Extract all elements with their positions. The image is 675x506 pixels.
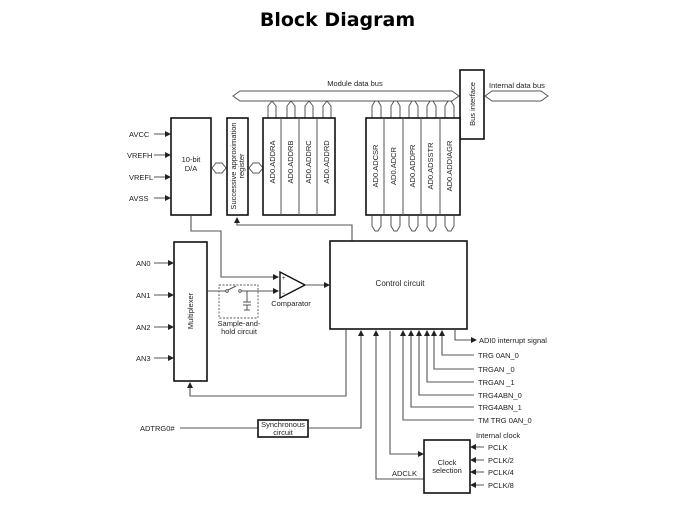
sample-hold-circuit: Sample-and- hold circuit bbox=[208, 284, 279, 336]
comparator-minus-pin: − bbox=[282, 291, 286, 297]
sync-label-line1: Synchronous bbox=[261, 420, 305, 429]
reference-inputs: AVCC VREFH VREFL AVSS bbox=[127, 130, 171, 203]
bus-drops-control-registers bbox=[371, 100, 455, 118]
register-addra: AD0.ADDRA bbox=[268, 141, 277, 184]
sync-label-line2: circuit bbox=[273, 428, 294, 437]
trigger-lines: TRG 0AN_0 TRGAN _0 TRGAN _1 TRG4ABN_0 TR… bbox=[400, 330, 532, 425]
internal-clock-label: Internal clock bbox=[476, 431, 520, 440]
register-adcsr: AD0.ADCSR bbox=[371, 144, 380, 188]
interrupt-line bbox=[454, 330, 477, 343]
synchronous-circuit-block: Synchronous circuit bbox=[257, 419, 309, 438]
module-data-bus: Module data bus bbox=[232, 79, 460, 102]
da-label-line2: D/A bbox=[185, 164, 198, 173]
clock-label-pclk4: PCLK/4 bbox=[488, 468, 514, 477]
comparator-label: Comparator bbox=[271, 299, 311, 308]
clock-label-pclk8: PCLK/8 bbox=[488, 481, 514, 490]
da-converter-block: 10-bit D/A bbox=[170, 117, 212, 216]
register-addiagr: AD0.ADDIAGR bbox=[445, 140, 454, 191]
sample-hold-label-line2: hold circuit bbox=[221, 327, 258, 336]
register-addpr: AD0.ADDPR bbox=[408, 144, 417, 188]
register-addrd: AD0.ADDRD bbox=[322, 140, 331, 184]
input-label-an3: AN3 bbox=[136, 354, 151, 363]
input-label-an0: AN0 bbox=[136, 259, 151, 268]
bus-interface-block: Bus interface bbox=[459, 69, 485, 140]
internal-data-bus-label: Internal data bus bbox=[489, 81, 545, 90]
adclk-label: ADCLK bbox=[392, 469, 417, 478]
trigger-label-4: TRG4ABN_1 bbox=[478, 403, 522, 412]
control-to-sar-line bbox=[234, 217, 353, 241]
input-label-vrefl: VREFL bbox=[129, 173, 153, 182]
page-title: Block Diagram bbox=[259, 9, 416, 31]
multiplexer-block: Multiplexer bbox=[173, 241, 208, 382]
external-trigger: ADTRG0# bbox=[140, 424, 258, 433]
clock-selection-block: Clock selection bbox=[423, 439, 471, 494]
control-circuit-label: Control circuit bbox=[376, 279, 426, 288]
adtrg-label: ADTRG0# bbox=[140, 424, 175, 433]
comparator-plus-pin: + bbox=[282, 276, 286, 282]
sar-block: Successive approximation register bbox=[226, 117, 249, 216]
adclk-line bbox=[373, 330, 424, 480]
sar-registers-bus bbox=[248, 162, 264, 174]
control-to-multiplexer-line bbox=[187, 330, 347, 397]
clock-selection-label-line2: selection bbox=[432, 466, 462, 475]
data-registers-block: AD0.ADDRA AD0.ADDRB AD0.ADDRC AD0.ADDRD bbox=[262, 117, 336, 216]
input-label-avcc: AVCC bbox=[129, 130, 150, 139]
da-sar-bus bbox=[211, 162, 227, 174]
sar-label-line1: Successive approximation bbox=[229, 122, 238, 209]
clock-to-control-line bbox=[389, 331, 424, 457]
input-label-an2: AN2 bbox=[136, 323, 151, 332]
sync-to-control-line bbox=[309, 330, 364, 429]
comparator: + − Comparator bbox=[271, 270, 330, 308]
input-label-an1: AN1 bbox=[136, 291, 151, 300]
sample-hold-label-line1: Sample-and- bbox=[218, 319, 261, 328]
clock-label-pclk2: PCLK/2 bbox=[488, 456, 514, 465]
control-circuit-block: Control circuit bbox=[329, 240, 468, 330]
bus-interface-label: Bus interface bbox=[468, 82, 477, 126]
trigger-label-2: TRGAN _1 bbox=[478, 378, 515, 387]
clock-label-pclk: PCLK bbox=[488, 443, 508, 452]
trigger-label-5: TM TRG 0AN_0 bbox=[478, 416, 532, 425]
interrupt-signal-label: ADI0 interrupt signal bbox=[479, 336, 547, 345]
internal-data-bus: Internal data bus bbox=[484, 81, 549, 102]
multiplexer-label: Multiplexer bbox=[186, 292, 195, 329]
analog-inputs: AN0 AN1 AN2 AN3 bbox=[136, 259, 174, 363]
input-label-vrefh: VREFH bbox=[127, 151, 152, 160]
register-adsstr: AD0.ADSSTR bbox=[426, 142, 435, 190]
clock-inputs: Internal clock PCLK PCLK/2 PCLK/4 PCLK/8 bbox=[470, 431, 520, 490]
register-adcr: AD0.ADCR bbox=[389, 146, 398, 185]
control-registers-block: AD0.ADCSR AD0.ADCR AD0.ADDPR AD0.ADSSTR … bbox=[365, 117, 461, 216]
bus-drops-data-registers bbox=[267, 100, 332, 118]
da-to-comparator-line bbox=[190, 216, 279, 280]
trigger-label-1: TRGAN _0 bbox=[478, 365, 515, 374]
clock-selection-label-line1: Clock bbox=[438, 458, 457, 467]
control-register-buses bbox=[371, 216, 455, 232]
module-data-bus-label: Module data bus bbox=[327, 79, 383, 88]
sar-label-line2: register bbox=[237, 153, 246, 179]
register-addrc: AD0.ADDRC bbox=[304, 140, 313, 184]
input-label-avss: AVSS bbox=[129, 194, 148, 203]
register-addrb: AD0.ADDRB bbox=[286, 141, 295, 184]
da-label-line1: 10-bit bbox=[182, 155, 202, 164]
trigger-label-3: TRG4ABN_0 bbox=[478, 391, 522, 400]
trigger-label-0: TRG 0AN_0 bbox=[478, 351, 519, 360]
